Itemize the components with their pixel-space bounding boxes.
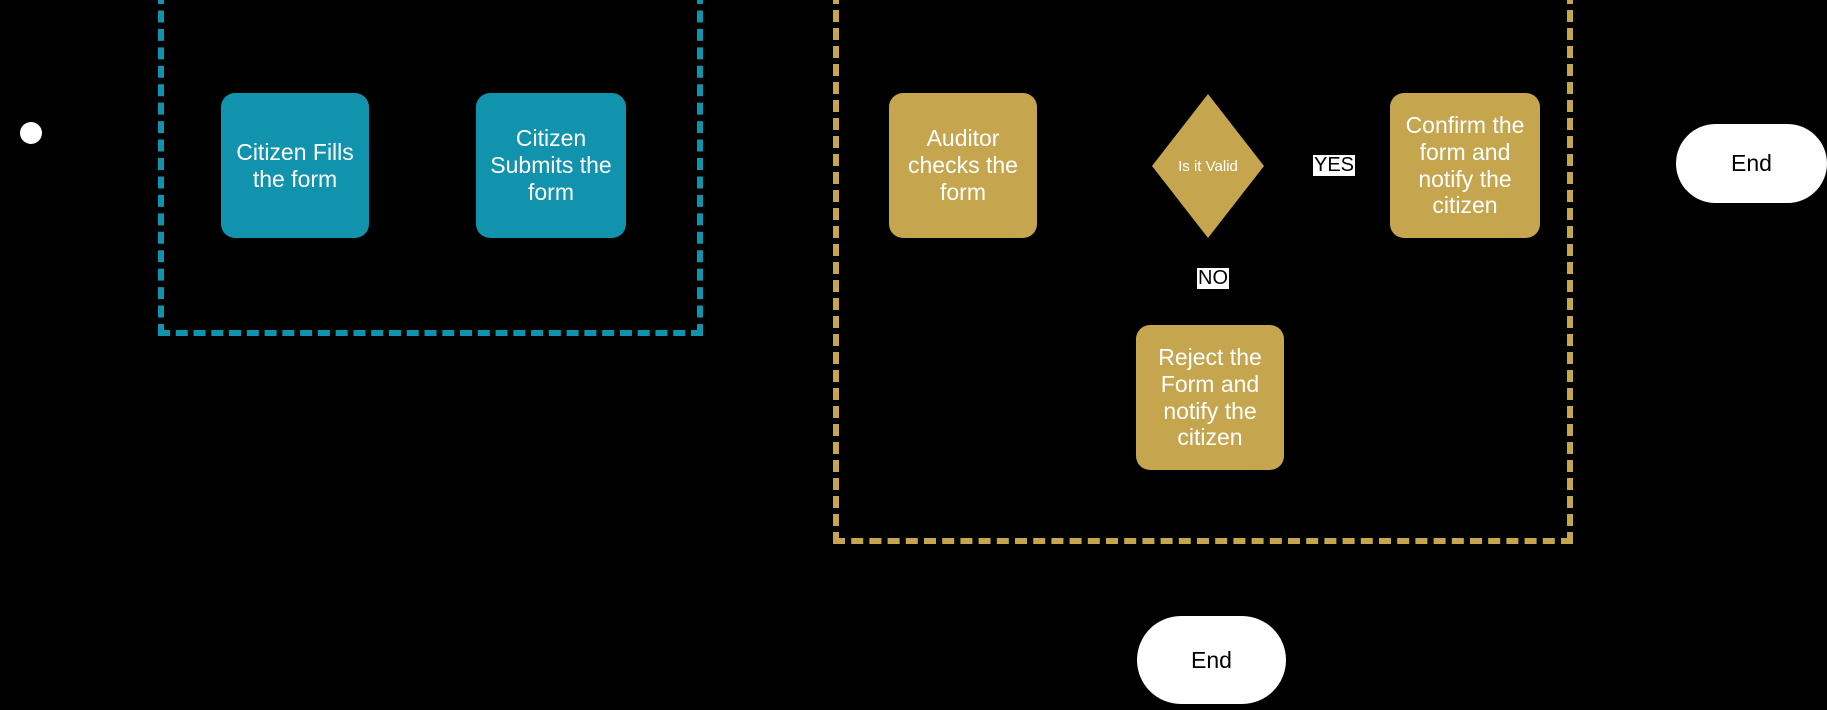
diamond-label: Is it Valid (1178, 157, 1238, 175)
citizen-lane-container (158, 0, 703, 336)
edge-label-yes: YES (1313, 154, 1356, 176)
node-confirm-the-form-and-notify-the-citizen[interactable]: Confirm the form and notify the citizen (1390, 93, 1540, 238)
edge-label-no: NO (1197, 267, 1229, 289)
node-end-right[interactable]: End (1676, 124, 1827, 203)
node-is-it-valid-decision[interactable]: Is it Valid (1152, 94, 1264, 238)
node-end-bottom[interactable]: End (1137, 616, 1286, 704)
node-reject-the-form-and-notify-the-citizen[interactable]: Reject the Form and notify the citizen (1136, 325, 1284, 470)
auditor-lane-container (833, 0, 1573, 544)
node-auditor-checks-the-form[interactable]: Auditor checks the form (889, 93, 1037, 238)
start-node-circle[interactable] (20, 122, 42, 144)
node-citizen-fills-the-form[interactable]: Citizen Fills the form (221, 93, 369, 238)
node-citizen-submits-the-form[interactable]: Citizen Submits the form (476, 93, 626, 238)
